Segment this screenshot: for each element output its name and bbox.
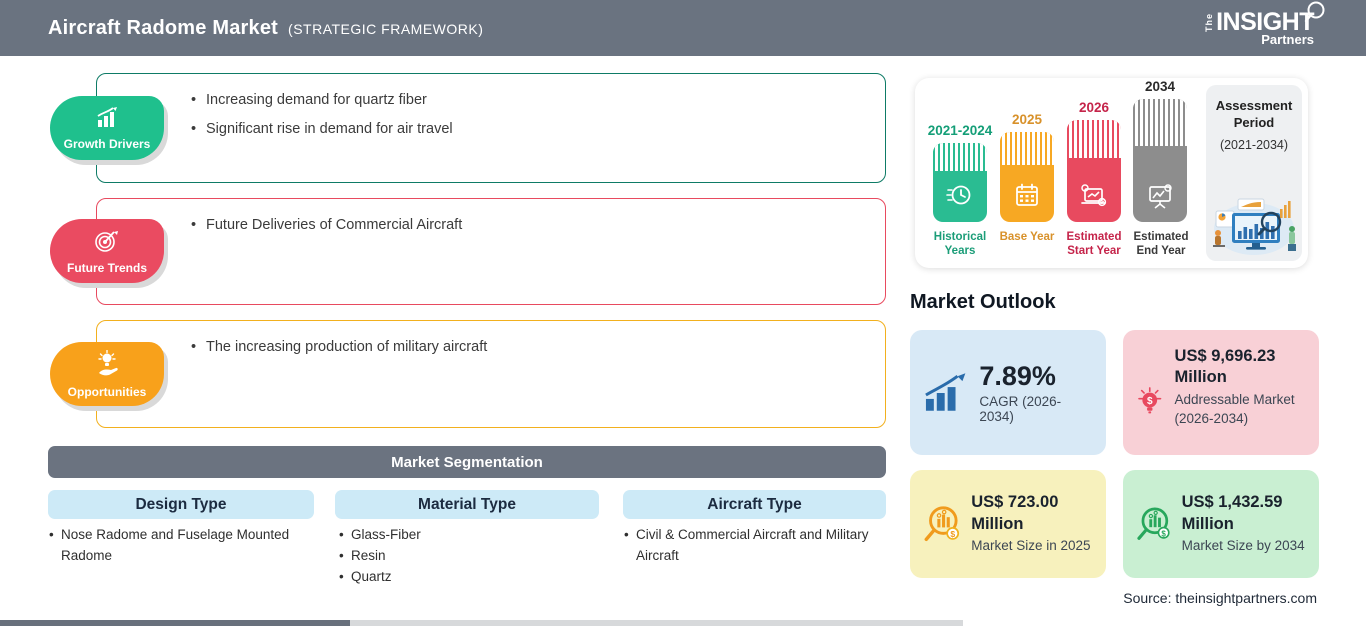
svg-text:$: $	[950, 529, 955, 539]
material-type-chip: Material Type	[335, 490, 599, 519]
list-item: Increasing demand for quartz fiber	[191, 91, 885, 111]
design-type-list: Nose Radome and Fuselage Mounted Radome	[48, 525, 310, 567]
svg-text:$: $	[1147, 396, 1153, 407]
assessment-period-title: Assessment Period	[1215, 98, 1293, 130]
market-size-2025-card: $ US$ 723.00 Million Market Size in 2025	[910, 470, 1106, 578]
year-label-start: 2026	[1078, 100, 1110, 115]
target-dart-icon	[92, 228, 122, 259]
bulb-dollar-icon: $	[1138, 387, 1162, 414]
chart-gear-icon	[1081, 184, 1107, 207]
addressable-market-card: $ US$ 9,696.23 Million Addressable Marke…	[1123, 330, 1319, 455]
market-segmentation-bar: Market Segmentation	[48, 446, 886, 478]
logo-insight: INSIGHT	[1216, 8, 1314, 36]
growth-drivers-box: Increasing demand for quartz fiber Signi…	[96, 73, 886, 183]
future-trends-badge: Future Trends	[50, 219, 164, 283]
analytics-illustration	[1213, 198, 1296, 255]
page-title-subtitle: (STRATEGIC FRAMEWORK)	[288, 20, 484, 37]
growth-drivers-list: Increasing demand for quartz fiber Signi…	[191, 91, 885, 139]
assessment-period-range: (2021-2034)	[1219, 137, 1289, 152]
forecast-timeline-panel: 2021-2024 2025 2026 2034 Historical Year…	[915, 78, 1308, 268]
bar-label-start: Estimated Start Year	[1066, 231, 1122, 258]
estimated-start-year-bar	[1067, 120, 1121, 222]
presentation-icon	[1149, 184, 1172, 209]
horizontal-scrollbar-track[interactable]	[0, 620, 963, 626]
historical-years-bar	[933, 143, 987, 222]
list-item: Nose Radome and Fuselage Mounted Radome	[48, 525, 310, 567]
year-label-base: 2025	[1011, 112, 1043, 127]
calendar-icon	[1016, 183, 1038, 206]
chip-label: Design Type	[135, 495, 227, 513]
badge-label: Growth Drivers	[63, 136, 151, 151]
magnifier-chart-icon: $	[1137, 507, 1170, 540]
bar-stripes	[1133, 99, 1187, 146]
magnifier-icon	[1304, 0, 1330, 30]
bar-label-historical: Historical Years	[933, 231, 987, 258]
year-label-historical: 2021-2024	[927, 123, 993, 138]
badge-label: Opportunities	[67, 384, 147, 399]
page-title: Aircraft Radome Market (STRATEGIC FRAMEW…	[48, 17, 483, 40]
design-type-chip: Design Type	[48, 490, 314, 519]
horizontal-scrollbar-thumb[interactable]	[0, 620, 350, 626]
market-size-2034-label: Market Size by 2034	[1181, 538, 1305, 554]
material-type-list: Glass-Fiber Resin Quartz	[338, 525, 588, 588]
insight-partners-logo: The INSIGHT Partners	[1204, 1, 1325, 47]
addressable-market-label: Addressable Market (2026-2034)	[1174, 391, 1295, 427]
growth-drivers-badge: Growth Drivers	[50, 96, 164, 160]
market-outlook-title: Market Outlook	[910, 291, 1056, 313]
assessment-period-panel: Assessment Period (2021-2034)	[1206, 85, 1302, 261]
base-year-bar	[1000, 132, 1054, 222]
market-size-2034-card: $ US$ 1,432.59 Million Market Size by 20…	[1123, 470, 1319, 578]
year-label-end: 2034	[1144, 79, 1176, 94]
growth-bars-icon	[92, 106, 122, 135]
estimated-end-year-bar	[1133, 99, 1187, 222]
cagr-label: CAGR (2026-2034)	[979, 394, 1062, 424]
bar-stripes	[1000, 132, 1054, 165]
market-size-2025-value: US$ 723.00 Million	[971, 493, 1059, 533]
list-item: Significant rise in demand for air trave…	[191, 120, 885, 140]
opportunities-badge: Opportunities	[50, 342, 164, 406]
svg-text:$: $	[1161, 529, 1166, 538]
logo-partners: Partners	[1261, 32, 1314, 47]
future-trends-list: Future Deliveries of Commercial Aircraft	[191, 216, 885, 236]
cagr-card: 7.89% CAGR (2026-2034)	[910, 330, 1106, 455]
bar-stripes	[1067, 120, 1121, 158]
aircraft-type-chip: Aircraft Type	[623, 490, 886, 519]
badge-label: Future Trends	[66, 260, 147, 275]
logo-main: The INSIGHT	[1204, 1, 1325, 36]
opportunities-box: The increasing production of military ai…	[96, 320, 886, 428]
aircraft-type-list: Civil & Commercial Aircraft and Military…	[623, 525, 887, 567]
chip-label: Material Type	[418, 495, 516, 513]
bulb-hand-icon	[92, 349, 122, 383]
cagr-value: 7.89%	[979, 361, 1056, 391]
header-bar: Aircraft Radome Market (STRATEGIC FRAMEW…	[0, 0, 1366, 56]
history-clock-icon	[946, 185, 971, 205]
addressable-market-value: US$ 9,696.23 Million	[1174, 347, 1276, 387]
market-size-2034-value: US$ 1,432.59 Million	[1181, 493, 1283, 533]
bar-stripes	[933, 143, 987, 171]
list-item: Glass-Fiber	[338, 525, 588, 546]
magnifier-chart-icon: $	[924, 506, 960, 542]
growth-chart-icon	[925, 372, 966, 411]
market-segmentation-title: Market Segmentation	[391, 453, 543, 471]
bar-label-base: Base Year	[999, 231, 1055, 243]
opportunities-list: The increasing production of military ai…	[191, 338, 885, 358]
market-size-2025-label: Market Size in 2025	[971, 538, 1091, 554]
bar-label-end: Estimated End Year	[1133, 231, 1189, 258]
page-title-main: Aircraft Radome Market	[48, 16, 279, 39]
list-item: Future Deliveries of Commercial Aircraft	[191, 216, 885, 236]
list-item: The increasing production of military ai…	[191, 338, 885, 358]
source-attribution: Source: theinsightpartners.com	[1123, 590, 1317, 606]
list-item: Quartz	[338, 567, 588, 588]
list-item: Resin	[338, 546, 588, 567]
list-item: Civil & Commercial Aircraft and Military…	[623, 525, 887, 567]
logo-the: The	[1204, 12, 1215, 32]
future-trends-box: Future Deliveries of Commercial Aircraft	[96, 198, 886, 305]
chip-label: Aircraft Type	[707, 495, 802, 513]
